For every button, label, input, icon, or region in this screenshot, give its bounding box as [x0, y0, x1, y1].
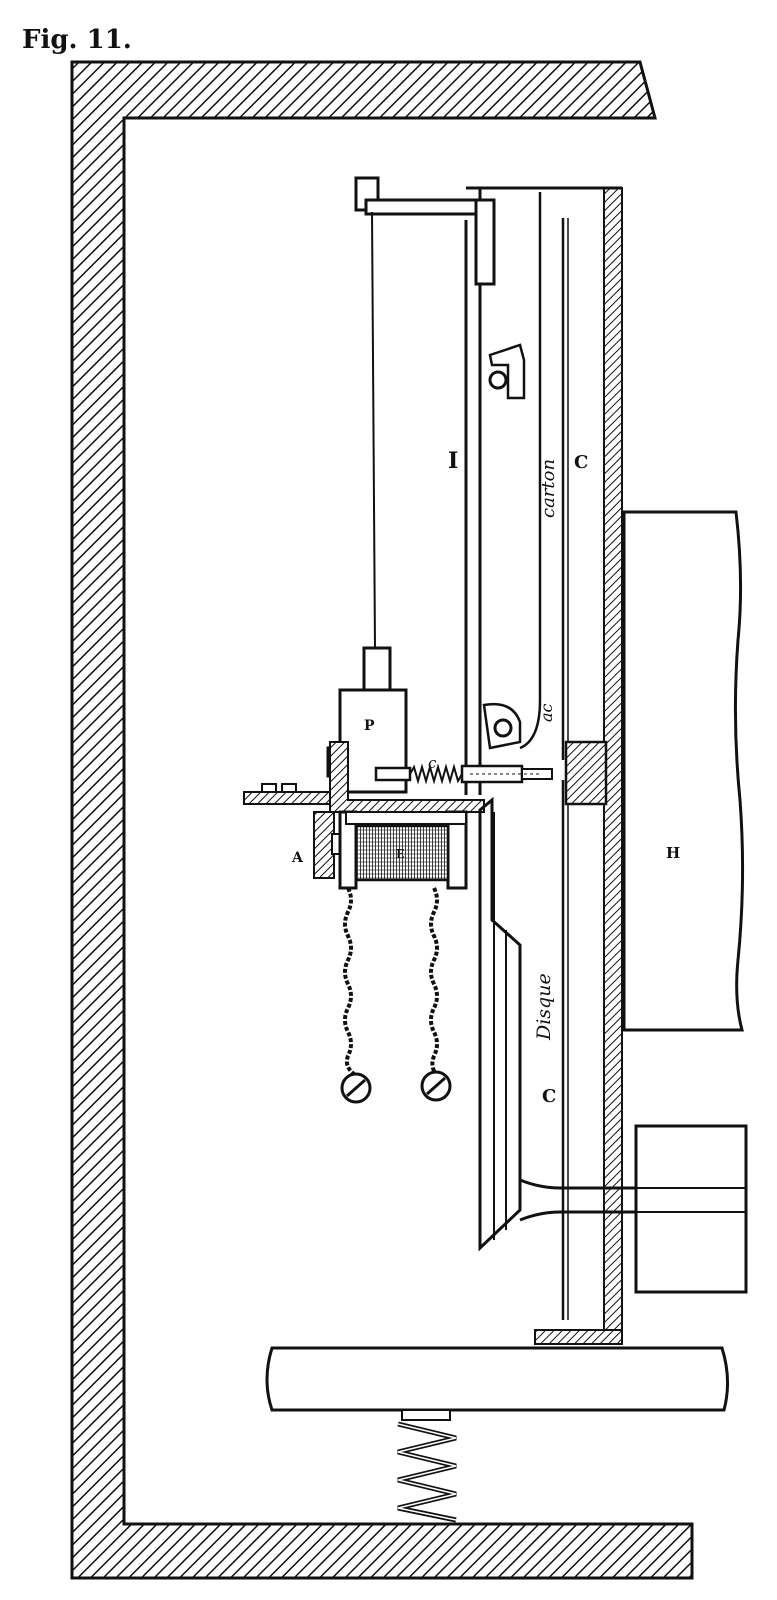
label-C-top: C [574, 452, 588, 473]
hatched-spacer [564, 740, 608, 806]
spring-c [374, 763, 553, 785]
coil-wires [340, 887, 452, 1104]
label-A: A [291, 850, 304, 866]
lower-rod [478, 796, 740, 1252]
label-ac: ac [537, 703, 556, 722]
outer-casing [70, 60, 694, 1580]
block-H [622, 510, 745, 1032]
electromagnet-E [338, 810, 468, 890]
label-C-bottom: C [542, 1086, 556, 1107]
support-bracket-A [243, 741, 485, 879]
label-c-spring: c [428, 754, 437, 772]
label-I: I [448, 448, 458, 474]
lower-block [634, 1124, 748, 1294]
lever-I [354, 176, 526, 795]
label-carton: carton [538, 459, 559, 518]
base-board [265, 1346, 729, 1412]
base-spring [397, 1409, 457, 1523]
label-P: P [364, 718, 375, 734]
cabinet-back-plate [466, 186, 623, 1345]
label-disque: Disque [533, 973, 555, 1041]
label-H: H [666, 844, 680, 862]
figure-title: Fig. 11. [22, 25, 132, 55]
label-E: E [396, 847, 405, 861]
